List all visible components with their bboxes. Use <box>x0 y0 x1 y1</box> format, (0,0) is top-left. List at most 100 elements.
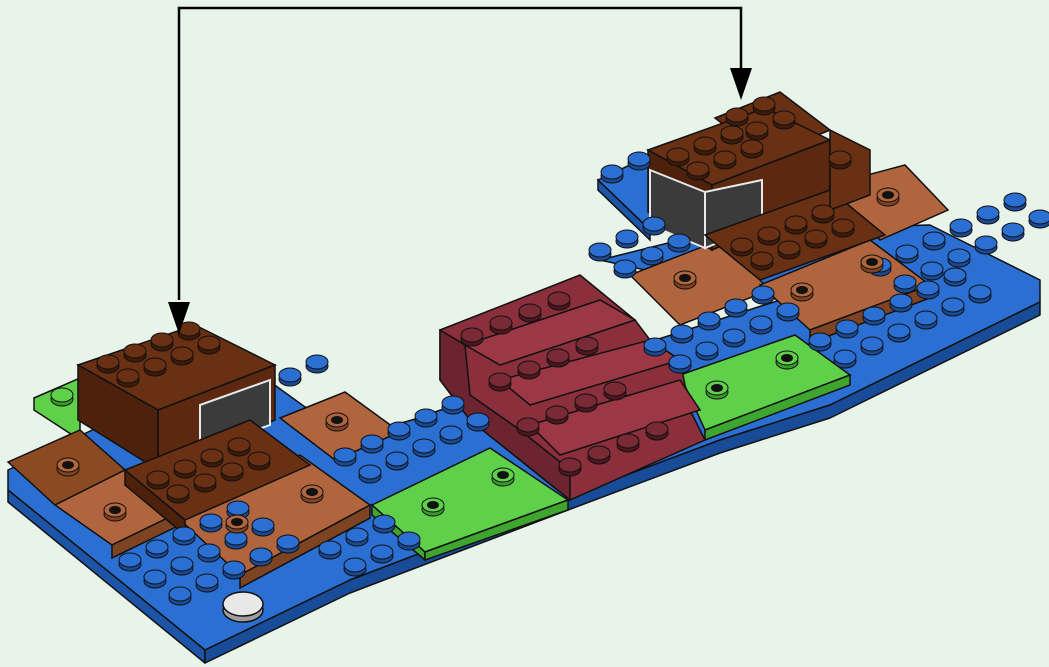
stud-icon <box>914 310 938 330</box>
stud-icon <box>200 448 224 468</box>
stud-icon <box>146 470 170 490</box>
stud-icon <box>943 267 967 287</box>
stud-icon <box>947 248 971 268</box>
stud-icon <box>922 231 946 251</box>
tile-stud-icon <box>225 514 249 534</box>
stud-icon <box>616 433 640 453</box>
studs-layer <box>50 96 1049 606</box>
stud-icon <box>811 204 835 224</box>
stud-icon <box>916 280 940 300</box>
stud-icon <box>784 215 808 235</box>
stud-icon <box>831 218 855 238</box>
stud-icon <box>603 381 627 401</box>
stud-icon <box>460 327 484 347</box>
stud-icon <box>777 240 801 260</box>
stud-icon <box>666 147 690 167</box>
stud-icon <box>895 244 919 264</box>
stud-icon <box>575 336 599 356</box>
stud-icon <box>640 246 664 266</box>
stud-icon <box>305 354 329 374</box>
stud-icon <box>360 434 384 454</box>
stud-icon <box>116 368 140 388</box>
stud-icon <box>889 293 913 313</box>
stud-icon <box>123 343 147 363</box>
stud-icon <box>558 457 582 477</box>
stud-icon <box>247 451 271 471</box>
stud-icon <box>695 341 719 361</box>
stud-icon <box>720 125 744 145</box>
stud-icon <box>600 164 624 184</box>
stud-icon <box>222 560 246 580</box>
tile-stud-icon <box>56 457 80 477</box>
stud-icon <box>143 569 167 589</box>
stud-icon <box>370 544 394 564</box>
stud-icon <box>333 447 357 467</box>
stud-icon <box>318 540 342 560</box>
stud-icon <box>441 395 465 415</box>
stud-icon <box>757 226 781 246</box>
stud-icon <box>227 437 251 457</box>
stud-icon <box>887 323 911 343</box>
tile-stud-icon <box>421 497 445 517</box>
tile-stud-icon <box>860 254 884 274</box>
stud-icon <box>804 229 828 249</box>
stud-icon <box>145 539 169 559</box>
stud-icon <box>199 513 223 533</box>
stud-icon <box>166 484 190 504</box>
stud-icon <box>772 110 796 130</box>
stud-icon <box>193 473 217 493</box>
stud-icon <box>278 367 302 387</box>
stud-icon <box>96 354 120 374</box>
stud-icon <box>466 412 490 432</box>
stud-icon <box>750 251 774 271</box>
stud-icon <box>517 360 541 380</box>
stud-icon <box>828 150 852 170</box>
stud-icon <box>170 556 194 576</box>
stud-icon <box>1001 222 1025 242</box>
stud-icon <box>860 336 884 356</box>
stud-icon <box>686 161 710 181</box>
stud-icon <box>740 139 764 159</box>
stud-icon <box>168 586 192 606</box>
stud-icon <box>50 387 74 407</box>
tile-stud-icon <box>705 380 729 400</box>
stud-icon <box>488 372 512 392</box>
stud-icon <box>358 464 382 484</box>
stud-icon <box>974 235 998 255</box>
stud-icon <box>713 150 737 170</box>
stud-icon <box>439 425 463 445</box>
stud-icon <box>587 445 611 465</box>
stud-icon <box>697 311 721 331</box>
stud-icon <box>643 337 667 357</box>
stud-icon <box>615 229 639 249</box>
tile-stud-icon <box>876 187 900 207</box>
tile-stud-icon <box>775 350 799 370</box>
stud-icon <box>976 205 1000 225</box>
stud-icon <box>730 237 754 257</box>
stud-icon <box>345 527 369 547</box>
down-arrow-icon <box>168 302 190 334</box>
stud-icon <box>143 357 167 377</box>
stud-icon <box>668 354 692 374</box>
stud-icon <box>833 349 857 369</box>
stud-icon <box>752 96 776 116</box>
stud-icon <box>949 218 973 238</box>
stud-icon <box>197 543 221 563</box>
green-plate-left <box>33 376 81 442</box>
stud-icon <box>725 107 749 127</box>
stud-icon <box>613 259 637 279</box>
stud-icon <box>173 459 197 479</box>
stud-icon <box>893 274 917 294</box>
stud-icon <box>588 242 612 262</box>
tile-stud-icon <box>673 270 697 290</box>
stud-icon <box>941 297 965 317</box>
stud-icon <box>724 298 748 318</box>
stud-icon <box>693 136 717 156</box>
tile-stud-icon <box>790 282 814 302</box>
stud-icon <box>745 121 769 141</box>
stud-icon <box>1028 209 1049 229</box>
stud-icon <box>1003 192 1027 212</box>
stud-icon <box>645 421 669 441</box>
stud-icon <box>545 405 569 425</box>
